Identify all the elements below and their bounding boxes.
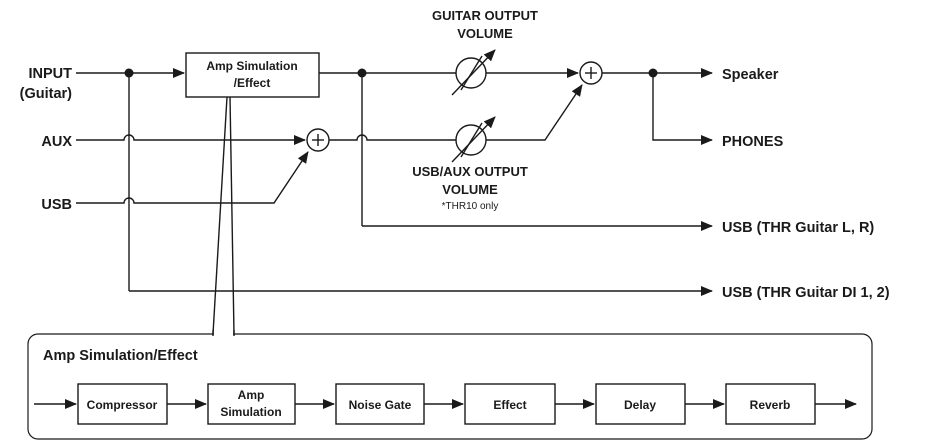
- aux-label: AUX: [41, 134, 72, 150]
- reverb-label: Reverb: [750, 398, 791, 412]
- aux-usb-line: [329, 134, 456, 141]
- amp-simulation-label-line2: Simulation: [220, 405, 281, 419]
- compressor-label: Compressor: [87, 398, 158, 412]
- callout-right: [229, 96, 235, 335]
- amp-effect-block-line2: /Effect: [234, 76, 271, 90]
- usb-aux-to-mixer-line: [486, 84, 583, 141]
- input-sublabel: (Guitar): [20, 86, 73, 102]
- usb-input-label: USB: [41, 197, 72, 213]
- phones-line: [652, 73, 713, 145]
- usb-di-label: USB (THR Guitar DI 1, 2): [722, 285, 890, 301]
- effect-label: Effect: [493, 398, 526, 412]
- usb-aux-volume-label-line2: VOLUME: [442, 182, 498, 197]
- noise-gate-label: Noise Gate: [349, 398, 412, 412]
- delay-label: Delay: [624, 398, 656, 412]
- usb-aux-volume-label-line1: USB/AUX OUTPUT: [412, 164, 528, 179]
- usb-lr-label: USB (THR Guitar L, R): [722, 220, 874, 236]
- amp-effect-block: [185, 52, 320, 98]
- usb-aux-volume-arrow: [451, 116, 496, 163]
- compressor-block: [77, 383, 168, 425]
- usb-aux-volume-knob-slash: [460, 122, 483, 158]
- callout-left: [212, 96, 228, 335]
- usb-input-line: [76, 151, 309, 204]
- amp-effect-block-line1: Amp Simulation: [206, 59, 297, 73]
- amp-simulation-label-line1: Amp: [238, 388, 265, 402]
- input-label: INPUT: [29, 66, 73, 82]
- guitar-volume-label-line1: GUITAR OUTPUT: [432, 8, 538, 23]
- delay-block: [595, 383, 686, 425]
- guitar-volume-arrow: [451, 49, 496, 96]
- speaker-label: Speaker: [722, 67, 779, 83]
- detail-panel-title: Amp Simulation/Effect: [43, 348, 198, 364]
- phones-label: PHONES: [722, 134, 784, 150]
- callout-gap: [214, 331, 233, 337]
- thr10-note: *THR10 only: [442, 201, 499, 212]
- guitar-volume-label-line2: VOLUME: [457, 26, 513, 41]
- aux-line: [76, 134, 306, 145]
- guitar-volume-knob-slash: [460, 55, 483, 91]
